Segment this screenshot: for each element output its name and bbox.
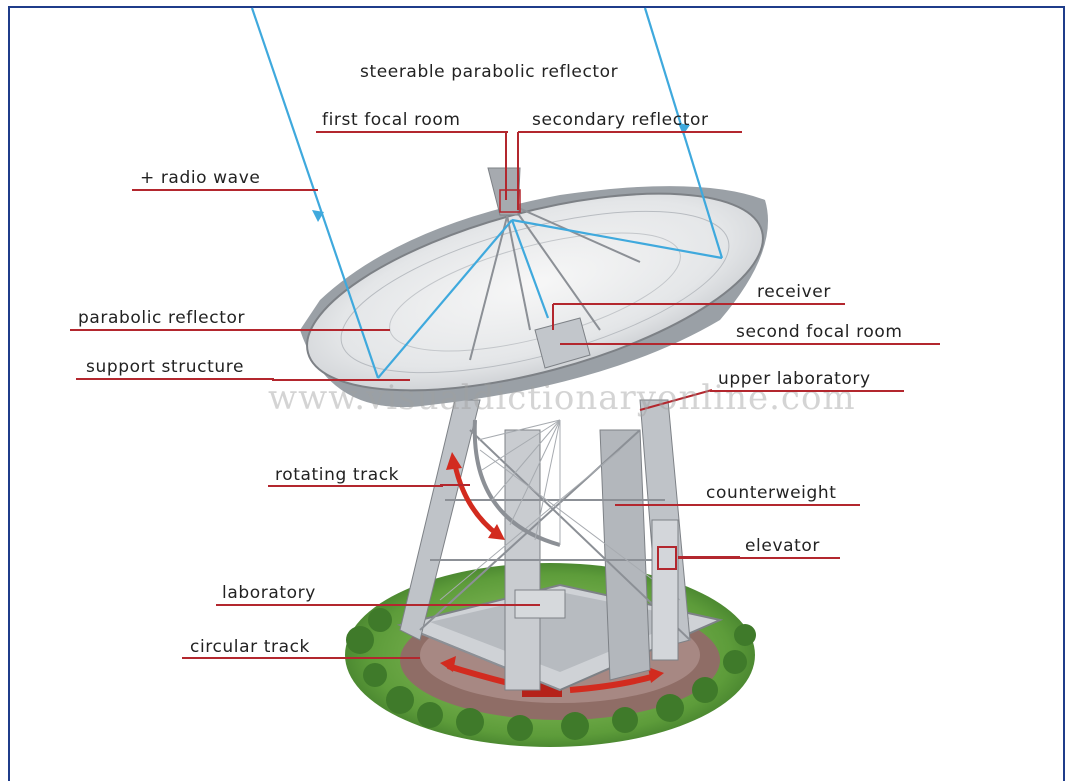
label-parabolic-reflector: parabolic reflector	[78, 308, 246, 328]
label-upper-laboratory: upper laboratory	[718, 369, 871, 389]
label-support-structure: support structure	[86, 357, 245, 377]
label-counterweight: counterweight	[706, 483, 837, 503]
label-steerable-parabolic-reflector: steerable parabolic reflector	[360, 62, 619, 82]
tower-structure	[399, 399, 691, 691]
label-circular-track: circular track	[190, 637, 311, 657]
underline-second-focal-room	[570, 343, 940, 345]
label-first-focal-room: first focal room	[322, 110, 461, 130]
underline-laboratory	[216, 604, 332, 606]
label-elevator: elevator	[745, 536, 820, 556]
leader-lines	[272, 132, 740, 659]
parabolic-dish	[300, 167, 768, 408]
underline-secondary-reflector	[518, 131, 742, 133]
underline-counterweight	[700, 504, 860, 506]
underline-receiver	[553, 303, 845, 305]
underline-elevator	[678, 557, 840, 559]
label-laboratory: laboratory	[222, 583, 316, 603]
underline-upper-laboratory	[710, 390, 904, 392]
underline-support-structure	[76, 378, 274, 380]
radio-wave-rays	[250, 7, 724, 379]
underline-first-focal-room	[316, 131, 508, 133]
label-second-focal-room: second focal room	[736, 322, 903, 342]
label-secondary-reflector: secondary reflector	[532, 110, 709, 130]
underline-circular-track	[182, 657, 332, 659]
label-radio-wave: + radio wave	[140, 168, 261, 188]
underline-radio-wave	[132, 189, 308, 191]
underline-parabolic-reflector	[70, 329, 280, 331]
label-receiver: receiver	[757, 282, 831, 302]
watermark: www.visualdictionaryonline.com	[268, 378, 856, 418]
underline-rotating-track	[268, 485, 443, 487]
diagram-frame	[8, 6, 1065, 781]
label-rotating-track: rotating track	[275, 465, 400, 485]
rotating-track-arrow	[446, 452, 505, 540]
